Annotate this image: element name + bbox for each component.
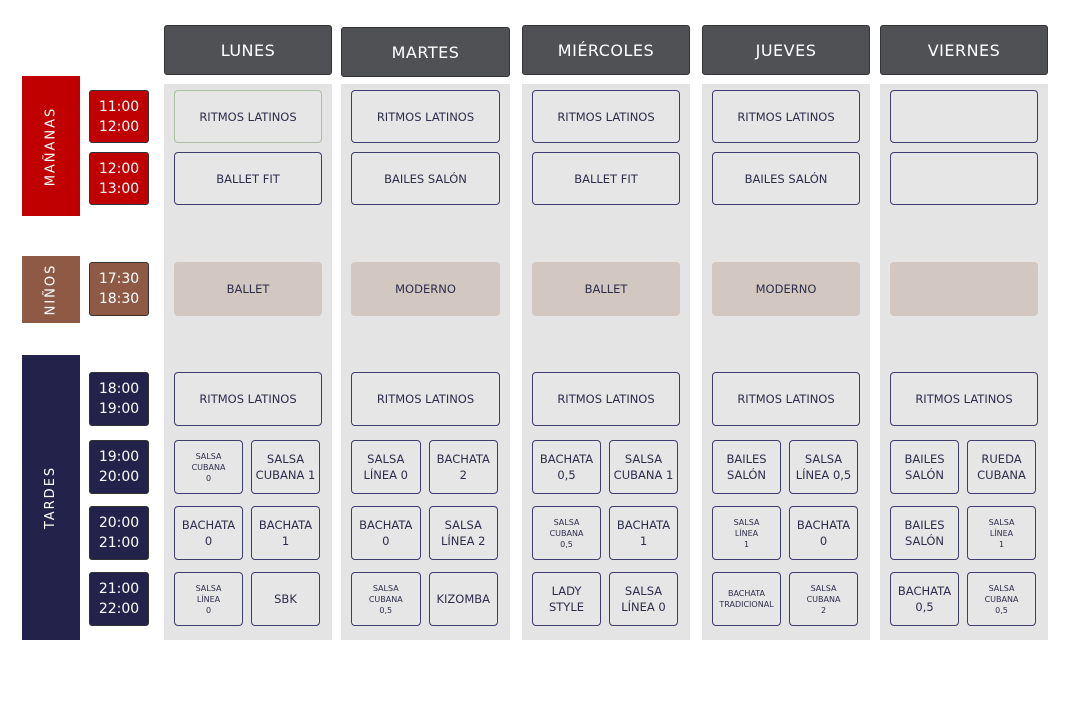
class-cell[interactable] <box>890 262 1038 316</box>
class-cell[interactable]: BAILES SALÓN <box>890 440 959 494</box>
class-cell[interactable]: BACHATA 1 <box>609 506 678 560</box>
class-cell[interactable]: SALSA CUBANA 0,5 <box>967 572 1036 626</box>
class-cell[interactable]: BAILES SALÓN <box>712 440 781 494</box>
class-cell[interactable]: SALSA LÍNEA 2 <box>428 506 498 560</box>
band-niños: NIÑOS <box>22 256 80 323</box>
class-cell[interactable]: BACHATA 0 <box>174 506 243 560</box>
class-cell[interactable]: LADY STYLE <box>532 572 601 626</box>
class-cell[interactable] <box>890 152 1038 205</box>
class-cell[interactable]: MODERNO <box>712 262 860 316</box>
class-cell[interactable]: MODERNO <box>351 262 500 316</box>
class-cell[interactable] <box>890 90 1038 143</box>
time-slot: 11:00 12:00 <box>89 90 149 143</box>
class-cell[interactable]: BAILES SALÓN <box>712 152 860 205</box>
class-cell[interactable]: SALSA CUBANA 1 <box>609 440 678 494</box>
class-cell[interactable]: SALSA LÍNEA 0 <box>174 572 243 626</box>
class-cell[interactable]: RITMOS LATINOS <box>174 90 322 143</box>
class-cell[interactable]: BACHATA 0 <box>351 506 421 560</box>
class-cell[interactable]: RITMOS LATINOS <box>532 90 680 143</box>
band-tardes: TARDES <box>22 355 80 640</box>
day-header-miércoles: MIÉRCOLES <box>522 25 690 75</box>
class-cell[interactable]: BACHATA 0,5 <box>532 440 601 494</box>
class-cell[interactable]: BAILES SALÓN <box>351 152 500 205</box>
class-cell[interactable]: SALSA LÍNEA 0 <box>609 572 678 626</box>
class-cell[interactable]: BACHATA 2 <box>428 440 498 494</box>
time-slot: 17:30 18:30 <box>89 262 149 316</box>
band-label: MAÑANAS <box>43 106 59 186</box>
day-header-lunes: LUNES <box>164 25 332 75</box>
class-cell[interactable]: BALLET <box>174 262 322 316</box>
class-cell[interactable]: BACHATA TRADICIONAL <box>712 572 781 626</box>
day-header-jueves: JUEVES <box>702 25 870 75</box>
class-cell[interactable]: RITMOS LATINOS <box>351 90 500 143</box>
class-cell[interactable]: BALLET FIT <box>532 152 680 205</box>
class-cell[interactable]: RITMOS LATINOS <box>351 372 500 426</box>
class-cell[interactable]: RITMOS LATINOS <box>532 372 680 426</box>
class-cell[interactable]: BACHATA 0 <box>789 506 858 560</box>
band-label: NIÑOS <box>43 263 59 316</box>
class-cell[interactable]: SALSA LÍNEA 0,5 <box>789 440 858 494</box>
class-cell[interactable]: SALSA LÍNEA 1 <box>712 506 781 560</box>
time-slot: 19:00 20:00 <box>89 440 149 494</box>
class-cell[interactable]: RITMOS LATINOS <box>890 372 1038 426</box>
class-cell[interactable]: SALSA CUBANA 0,5 <box>532 506 601 560</box>
class-cell[interactable]: RUEDA CUBANA <box>967 440 1036 494</box>
band-mañanas: MAÑANAS <box>22 76 80 216</box>
class-cell[interactable]: BAILES SALÓN <box>890 506 959 560</box>
class-cell[interactable]: RITMOS LATINOS <box>174 372 322 426</box>
class-cell[interactable]: SALSA LÍNEA 0 <box>351 440 421 494</box>
class-cell[interactable]: SALSA CUBANA 2 <box>789 572 858 626</box>
time-slot: 18:00 19:00 <box>89 372 149 426</box>
class-cell[interactable]: BACHATA 1 <box>251 506 320 560</box>
class-cell[interactable]: SALSA CUBANA 1 <box>251 440 320 494</box>
time-slot: 21:00 22:00 <box>89 572 149 626</box>
class-cell[interactable]: SALSA CUBANA 0 <box>174 440 243 494</box>
class-cell[interactable]: RITMOS LATINOS <box>712 372 860 426</box>
class-cell[interactable]: BACHATA 0,5 <box>890 572 959 626</box>
class-cell[interactable]: KIZOMBA <box>428 572 498 626</box>
class-cell[interactable]: RITMOS LATINOS <box>712 90 860 143</box>
class-cell[interactable]: SBK <box>251 572 320 626</box>
band-label: TARDES <box>43 465 59 530</box>
class-cell[interactable]: BALLET <box>532 262 680 316</box>
class-cell[interactable]: SALSA LÍNEA 1 <box>967 506 1036 560</box>
time-slot: 20:00 21:00 <box>89 506 149 560</box>
time-slot: 12:00 13:00 <box>89 152 149 205</box>
day-header-viernes: VIERNES <box>880 25 1048 75</box>
class-cell[interactable]: BALLET FIT <box>174 152 322 205</box>
day-header-martes: MARTES <box>341 27 510 77</box>
class-cell[interactable]: SALSA CUBANA 0,5 <box>351 572 421 626</box>
